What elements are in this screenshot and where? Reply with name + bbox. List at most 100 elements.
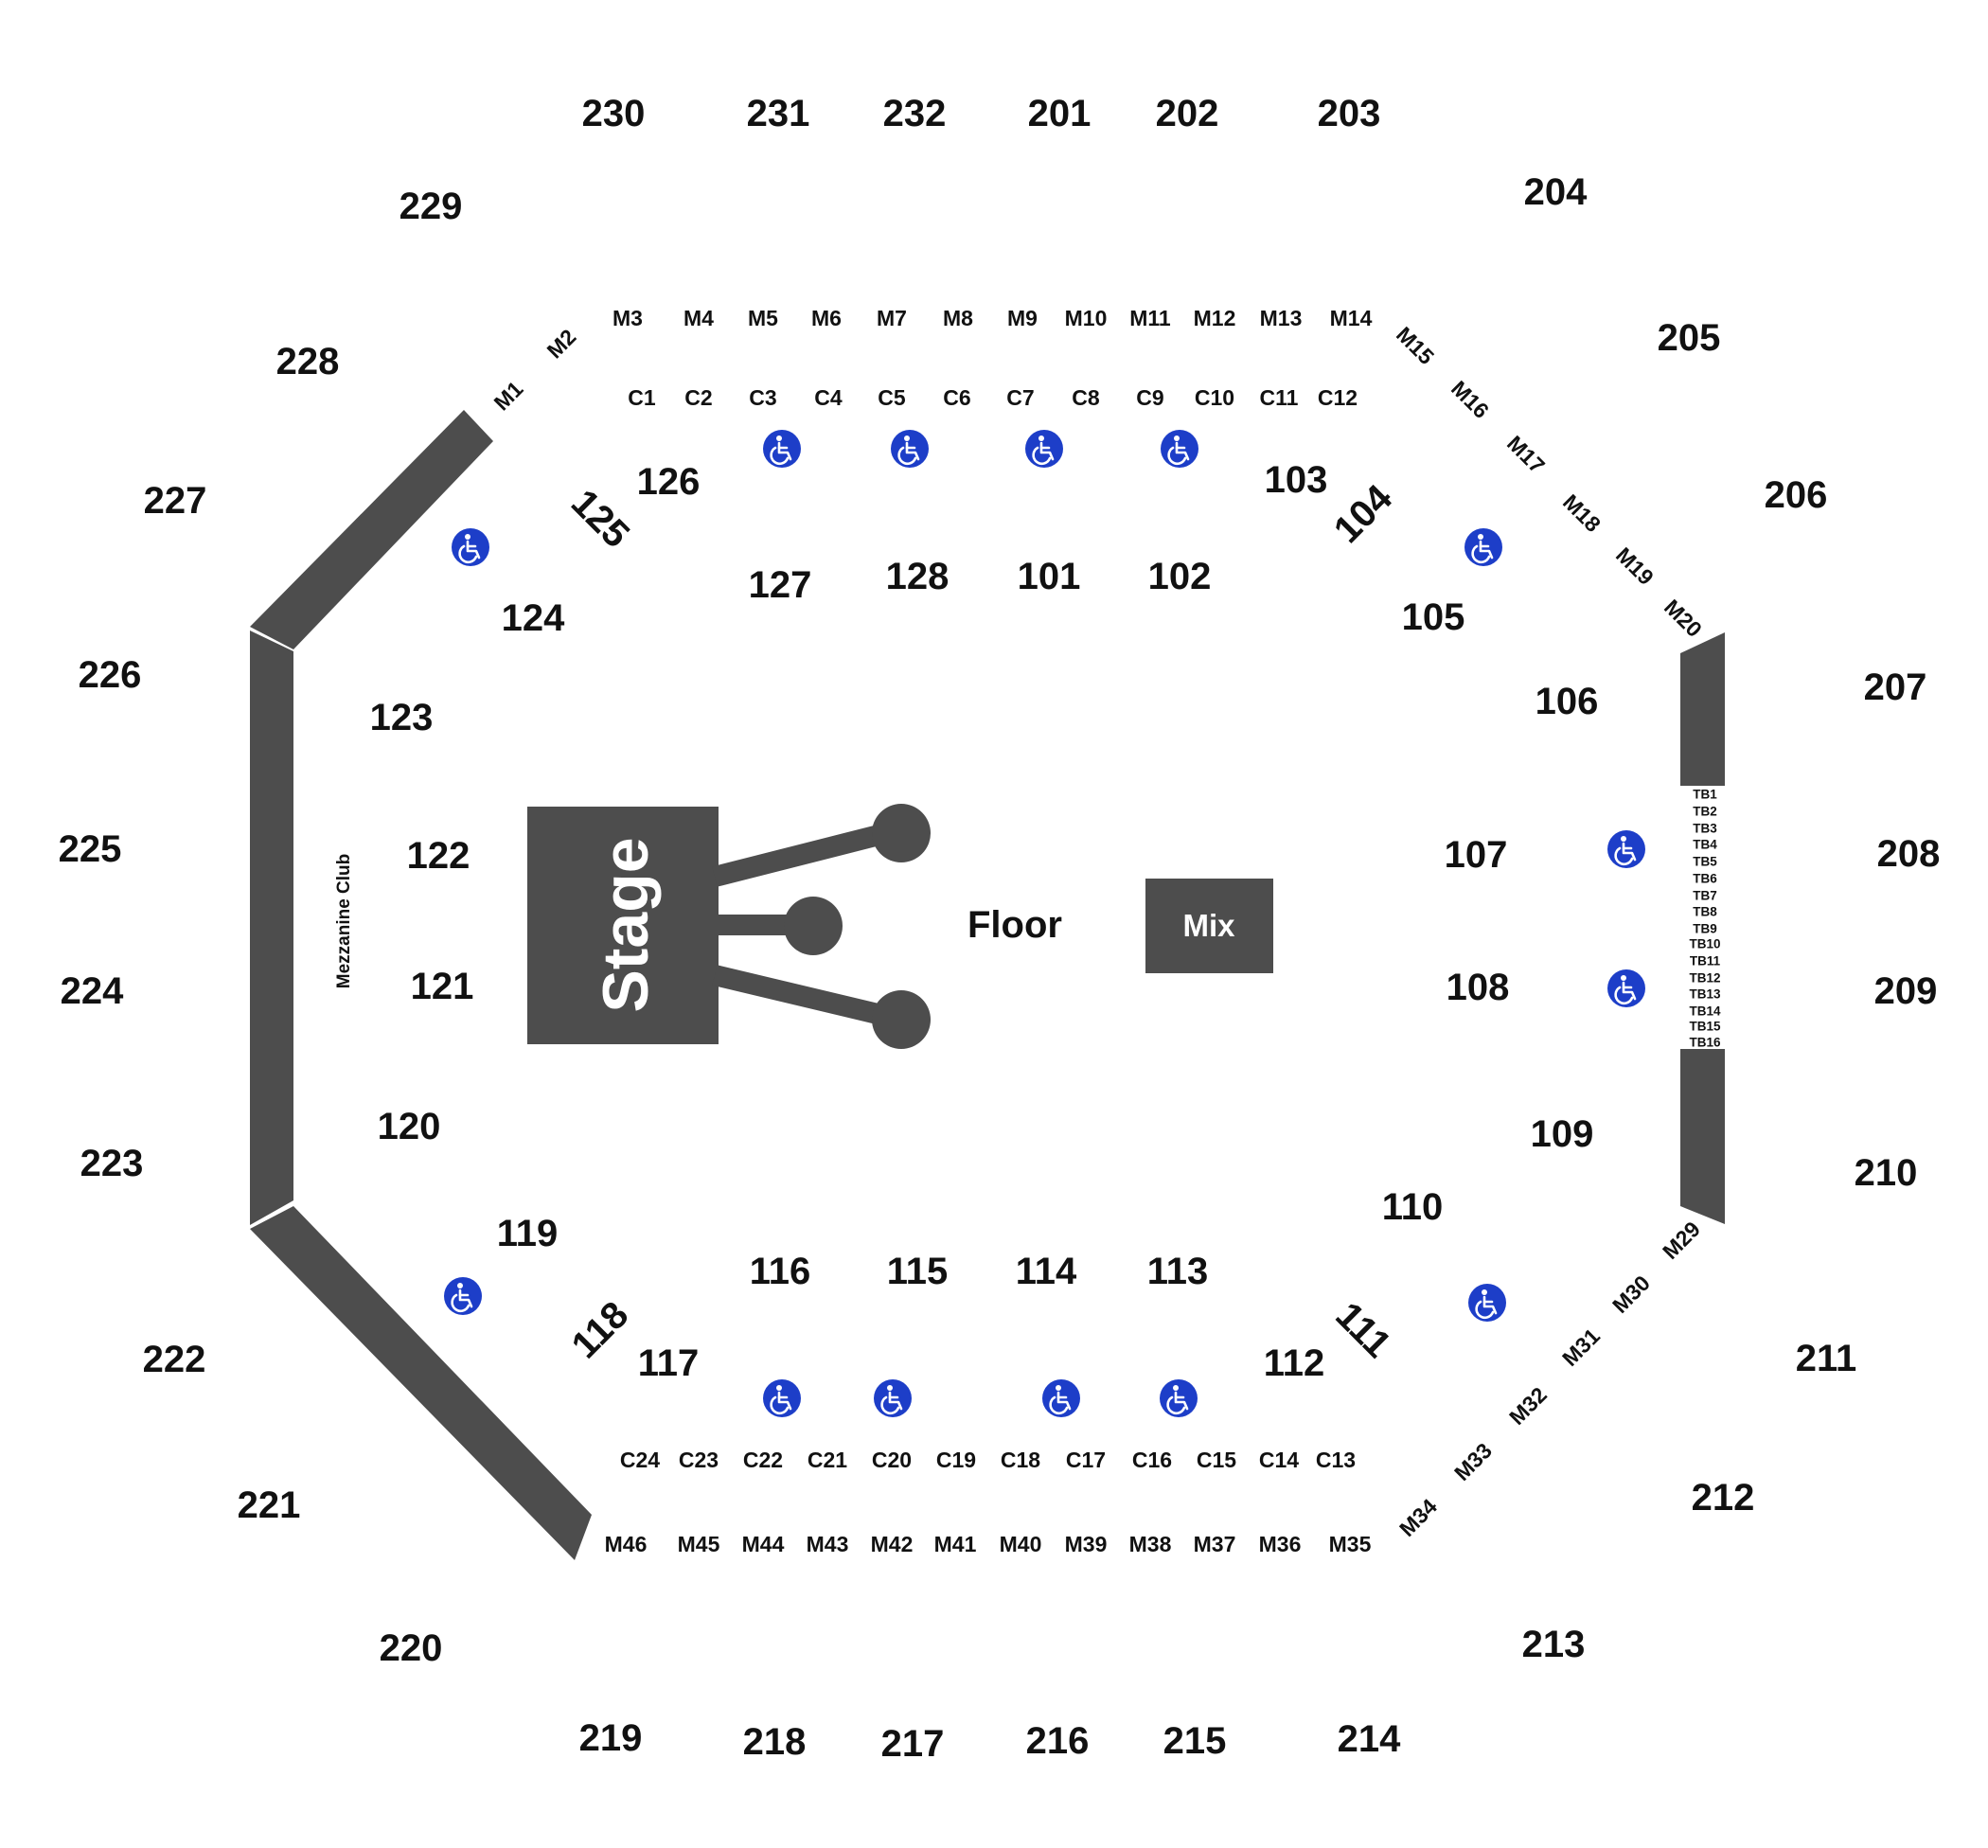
- section-209[interactable]: 209: [1874, 970, 1938, 1012]
- box-c2[interactable]: C2: [684, 385, 712, 410]
- section-211[interactable]: 211: [1796, 1338, 1857, 1379]
- section-221[interactable]: 221: [238, 1484, 301, 1526]
- box-c5[interactable]: C5: [878, 385, 906, 410]
- section-108[interactable]: 108: [1447, 967, 1510, 1008]
- section-110[interactable]: 110: [1382, 1186, 1444, 1228]
- box-c19[interactable]: C19: [936, 1448, 976, 1472]
- box-c20[interactable]: C20: [872, 1448, 912, 1472]
- section-128[interactable]: 128: [886, 556, 950, 597]
- box-c21[interactable]: C21: [808, 1448, 847, 1472]
- box-m12[interactable]: M12: [1194, 306, 1236, 330]
- section-210[interactable]: 210: [1855, 1152, 1918, 1194]
- box-m7[interactable]: M7: [877, 306, 907, 330]
- box-c16[interactable]: C16: [1132, 1448, 1172, 1472]
- stage-satellite-middle[interactable]: [784, 897, 843, 955]
- box-c13[interactable]: C13: [1316, 1448, 1356, 1472]
- section-216[interactable]: 216: [1026, 1720, 1090, 1762]
- section-126[interactable]: 126: [637, 461, 701, 503]
- box-m32[interactable]: M32: [1504, 1382, 1552, 1430]
- box-m5[interactable]: M5: [748, 306, 778, 330]
- box-m31[interactable]: M31: [1557, 1324, 1605, 1371]
- box-m33[interactable]: M33: [1449, 1438, 1497, 1485]
- box-m39[interactable]: M39: [1065, 1532, 1108, 1556]
- box-m17[interactable]: M17: [1502, 431, 1550, 478]
- box-m16[interactable]: M16: [1447, 376, 1494, 423]
- section-112[interactable]: 112: [1264, 1342, 1325, 1384]
- box-m3[interactable]: M3: [612, 306, 643, 330]
- box-m29[interactable]: M29: [1658, 1217, 1705, 1264]
- section-202[interactable]: 202: [1156, 93, 1219, 134]
- box-c17[interactable]: C17: [1066, 1448, 1106, 1472]
- box-m45[interactable]: M45: [678, 1532, 720, 1556]
- box-m37[interactable]: M37: [1194, 1532, 1236, 1556]
- section-107[interactable]: 107: [1445, 834, 1508, 876]
- section-231[interactable]: 231: [747, 93, 810, 134]
- box-c10[interactable]: C10: [1195, 385, 1234, 410]
- box-m10[interactable]: M10: [1065, 306, 1108, 330]
- section-122[interactable]: 122: [407, 835, 470, 877]
- box-c4[interactable]: C4: [814, 385, 843, 410]
- box-m19[interactable]: M19: [1611, 542, 1659, 590]
- box-m40[interactable]: M40: [1000, 1532, 1042, 1556]
- section-230[interactable]: 230: [582, 93, 646, 134]
- box-c3[interactable]: C3: [749, 385, 776, 410]
- box-c7[interactable]: C7: [1006, 385, 1034, 410]
- box-c6[interactable]: C6: [943, 385, 970, 410]
- section-113[interactable]: 113: [1147, 1251, 1209, 1292]
- section-224[interactable]: 224: [61, 970, 124, 1012]
- box-c9[interactable]: C9: [1136, 385, 1163, 410]
- section-106[interactable]: 106: [1535, 681, 1599, 722]
- stage-satellite-bottom[interactable]: [872, 990, 931, 1049]
- section-229[interactable]: 229: [399, 186, 463, 227]
- box-m43[interactable]: M43: [807, 1532, 849, 1556]
- section-217[interactable]: 217: [881, 1723, 945, 1765]
- section-114[interactable]: 114: [1016, 1251, 1077, 1292]
- section-208[interactable]: 208: [1877, 833, 1941, 875]
- box-m46[interactable]: M46: [605, 1532, 648, 1556]
- section-127[interactable]: 127: [749, 564, 812, 606]
- box-m14[interactable]: M14: [1330, 306, 1373, 330]
- box-c1[interactable]: C1: [628, 385, 656, 410]
- section-225[interactable]: 225: [59, 828, 122, 870]
- section-111[interactable]: 111: [1327, 1294, 1398, 1365]
- section-121[interactable]: 121: [411, 966, 474, 1007]
- box-m13[interactable]: M13: [1260, 306, 1303, 330]
- section-203[interactable]: 203: [1318, 93, 1381, 134]
- section-215[interactable]: 215: [1163, 1720, 1227, 1762]
- box-c11[interactable]: C11: [1260, 385, 1299, 410]
- box-c23[interactable]: C23: [679, 1448, 719, 1472]
- section-116[interactable]: 116: [750, 1251, 811, 1292]
- section-115[interactable]: 115: [887, 1251, 949, 1292]
- box-m1[interactable]: M1: [489, 376, 528, 415]
- box-m6[interactable]: M6: [811, 306, 842, 330]
- section-227[interactable]: 227: [144, 480, 207, 522]
- box-m8[interactable]: M8: [943, 306, 973, 330]
- box-m11[interactable]: M11: [1129, 306, 1171, 330]
- section-220[interactable]: 220: [380, 1627, 443, 1669]
- section-105[interactable]: 105: [1402, 596, 1465, 638]
- section-228[interactable]: 228: [276, 341, 340, 382]
- box-c15[interactable]: C15: [1197, 1448, 1236, 1472]
- section-212[interactable]: 212: [1692, 1477, 1755, 1519]
- section-226[interactable]: 226: [79, 654, 142, 696]
- box-m41[interactable]: M41: [934, 1532, 977, 1556]
- section-125[interactable]: 125: [563, 482, 637, 556]
- section-213[interactable]: 213: [1522, 1624, 1586, 1665]
- box-c12[interactable]: C12: [1318, 385, 1358, 410]
- box-m20[interactable]: M20: [1660, 595, 1707, 642]
- box-m30[interactable]: M30: [1607, 1270, 1655, 1318]
- stage-satellite-top[interactable]: [872, 804, 931, 862]
- box-c8[interactable]: C8: [1072, 385, 1100, 410]
- section-222[interactable]: 222: [143, 1339, 206, 1380]
- section-120[interactable]: 120: [378, 1106, 441, 1147]
- section-206[interactable]: 206: [1765, 474, 1828, 516]
- section-102[interactable]: 102: [1148, 556, 1212, 597]
- box-m9[interactable]: M9: [1007, 306, 1038, 330]
- section-109[interactable]: 109: [1531, 1113, 1594, 1155]
- box-m44[interactable]: M44: [742, 1532, 785, 1556]
- section-204[interactable]: 204: [1524, 171, 1588, 213]
- box-m34[interactable]: M34: [1394, 1494, 1442, 1541]
- box-m38[interactable]: M38: [1129, 1532, 1172, 1556]
- section-103[interactable]: 103: [1265, 459, 1328, 501]
- section-205[interactable]: 205: [1658, 317, 1721, 359]
